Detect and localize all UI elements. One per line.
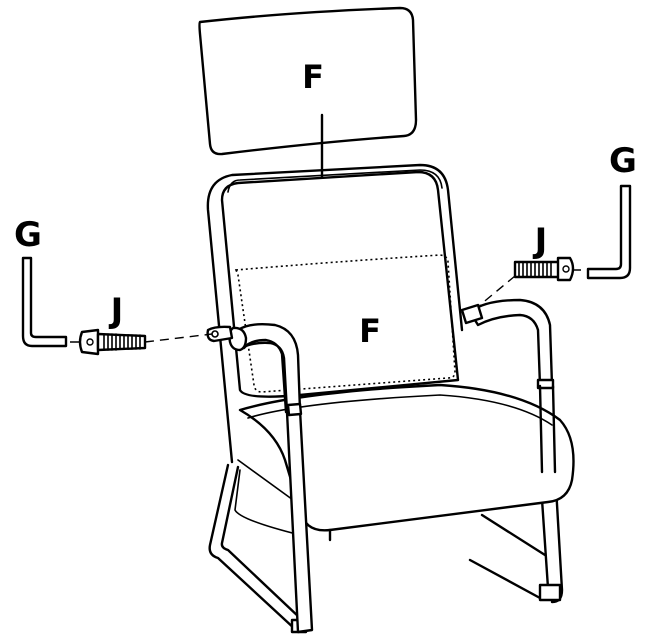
left-allen-key — [21, 256, 68, 348]
right-allen-key — [586, 184, 632, 280]
left-bolt-guide — [144, 333, 213, 343]
right-bolt-guide — [479, 275, 516, 306]
backrest-cushion — [220, 169, 460, 398]
backrest-label: F — [359, 312, 381, 350]
right-bolt-label: J — [533, 221, 548, 261]
right-armrest — [460, 298, 557, 474]
left-allen-key-label: G — [14, 215, 42, 255]
headrest-cushion — [198, 6, 418, 156]
headrest-label: F — [302, 58, 324, 96]
left-armrest — [206, 322, 314, 634]
left-bolt — [78, 328, 147, 356]
seat-cushion — [234, 383, 575, 542]
right-bolt — [513, 256, 575, 282]
left-bolt-label: J — [109, 291, 124, 331]
right-allen-key-label: G — [609, 141, 637, 181]
